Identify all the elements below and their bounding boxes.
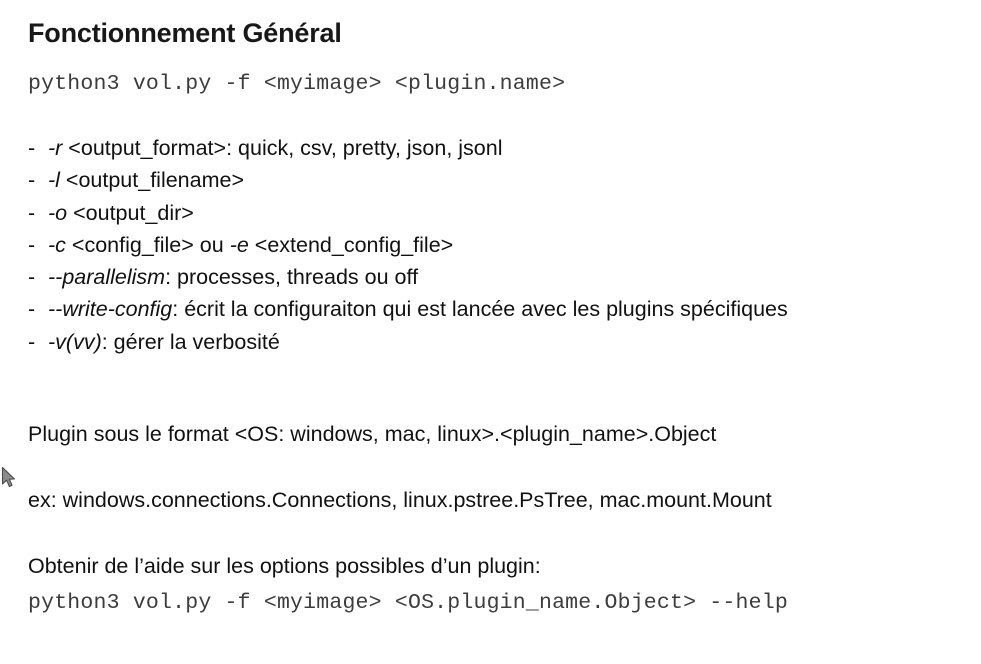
list-item: --o <output_dir> (28, 197, 788, 229)
option-flag-secondary: -e (229, 232, 249, 257)
bullet-dash-icon: - (28, 265, 36, 290)
list-item: --v(vv): gérer la verbosité (28, 326, 788, 358)
option-description-secondary: <extend_config_file> (248, 232, 454, 257)
mouse-pointer-icon (1, 466, 16, 488)
plugin-help-intro-text: Obtenir de l’aide sur les options possib… (28, 553, 541, 578)
plugin-example-text: ex: windows.connections.Connections, lin… (28, 487, 772, 512)
command-line-basic: python3 vol.py -f <myimage> <plugin.name… (28, 72, 566, 96)
bullet-dash-icon: - (28, 232, 36, 257)
bullet-dash-icon: - (28, 200, 36, 225)
bullet-dash-icon: - (28, 168, 36, 193)
slide-title: Fonctionnement Général (28, 18, 342, 49)
option-flag: --parallelism (48, 265, 166, 290)
option-flag: --write-config (48, 297, 173, 322)
option-description: : processes, threads ou off (165, 265, 419, 290)
bullet-dash-icon: - (28, 136, 36, 160)
option-flag-list: --r <output_format>: quick, csv, pretty,… (28, 132, 788, 358)
option-description: <output_filename> (59, 168, 245, 193)
option-description: <output_format>: quick, csv, pretty, jso… (62, 136, 503, 160)
bullet-dash-icon: - (28, 297, 36, 322)
list-item: ---parallelism: processes, threads ou of… (28, 261, 788, 293)
option-description: <config_file> ou (65, 232, 230, 257)
list-item: --c <config_file> ou -e <extend_config_f… (28, 229, 788, 261)
plugin-format-text: Plugin sous le format <OS: windows, mac,… (28, 421, 717, 446)
option-flag: -o (48, 200, 68, 225)
command-line-help: python3 vol.py -f <myimage> <OS.plugin_n… (28, 591, 788, 615)
bullet-dash-icon: - (28, 329, 36, 354)
list-item: --l <output_filename> (28, 164, 788, 196)
option-description: : gérer la verbosité (101, 329, 280, 354)
option-description: <output_dir> (67, 200, 194, 225)
option-flag: -v(vv) (48, 329, 102, 354)
list-item: ---write-config: écrit la configuraiton … (28, 293, 788, 325)
option-description: : écrit la configuraiton qui est lancée … (172, 297, 788, 322)
option-flag: -l (48, 168, 60, 193)
list-item: --r <output_format>: quick, csv, pretty,… (28, 132, 788, 164)
option-flag: -r (48, 136, 63, 160)
option-flag: -c (48, 232, 66, 257)
